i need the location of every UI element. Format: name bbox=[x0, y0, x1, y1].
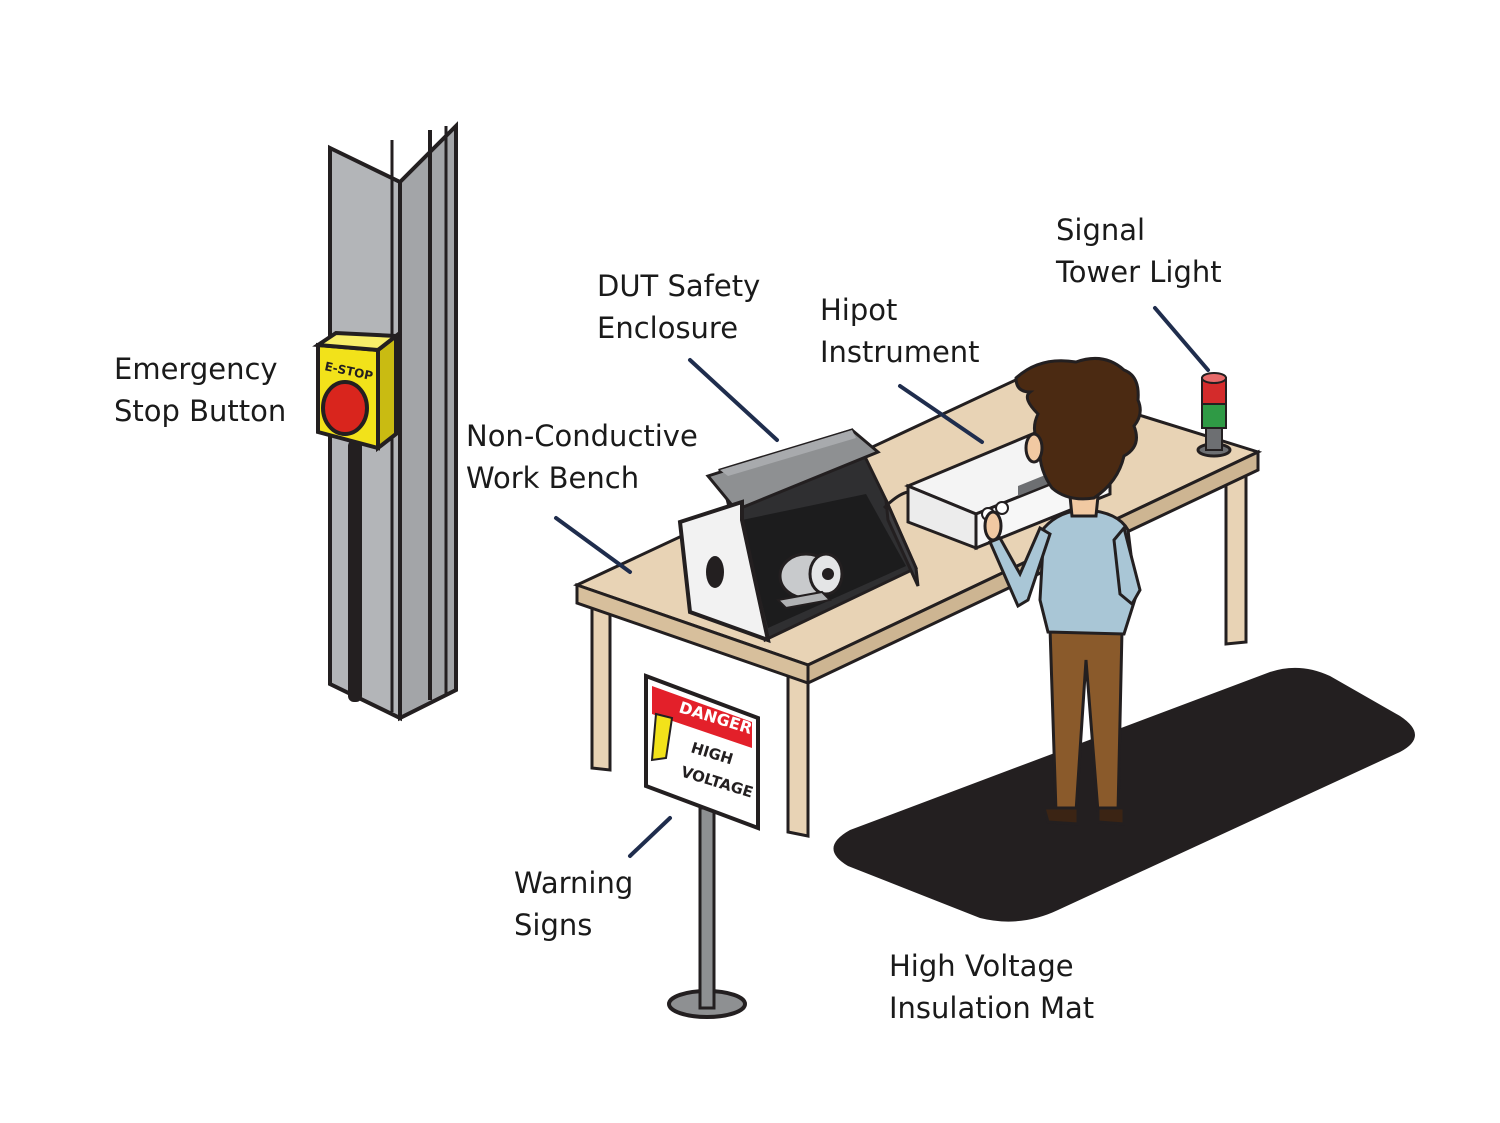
leader-hipot bbox=[898, 384, 984, 444]
label-warning-signs: Warning Signs bbox=[514, 862, 633, 946]
label-tower-line2: Tower Light bbox=[1056, 255, 1222, 289]
label-bench-line1: Non-Conductive bbox=[466, 419, 698, 453]
label-hipot-line2: Instrument bbox=[820, 335, 980, 369]
label-emergency-stop-line1: Emergency bbox=[114, 352, 278, 386]
label-dut-line1: DUT Safety bbox=[597, 269, 761, 303]
label-tower-line1: Signal bbox=[1056, 213, 1146, 247]
signal-tower-light bbox=[1196, 372, 1232, 458]
leader-warning bbox=[628, 816, 672, 858]
label-work-bench: Non-Conductive Work Bench bbox=[466, 415, 698, 499]
insulation-mat bbox=[833, 667, 1415, 922]
dut-safety-enclosure bbox=[677, 428, 920, 644]
leader-lines bbox=[554, 306, 1210, 858]
label-dut-line2: Enclosure bbox=[597, 311, 739, 345]
operator bbox=[983, 356, 1142, 826]
label-hipot-line1: Hipot bbox=[820, 293, 898, 327]
label-mat-line2: Insulation Mat bbox=[889, 991, 1095, 1025]
warning-sign: DANGER HIGH VOLTAGE bbox=[644, 673, 760, 1019]
label-hipot-instrument: Hipot Instrument bbox=[820, 289, 980, 373]
label-emergency-stop-line2: Stop Button bbox=[114, 394, 287, 428]
label-warning-line2: Signs bbox=[514, 908, 593, 942]
emergency-stop-button[interactable]: E-STOP bbox=[312, 330, 402, 453]
label-dut-enclosure: DUT Safety Enclosure bbox=[597, 265, 760, 349]
label-warning-line1: Warning bbox=[514, 866, 634, 900]
label-mat-line1: High Voltage bbox=[889, 949, 1074, 983]
label-bench-line2: Work Bench bbox=[466, 461, 640, 495]
label-insulation-mat: High Voltage Insulation Mat bbox=[889, 945, 1094, 1029]
leader-tower bbox=[1153, 306, 1210, 372]
label-signal-tower: Signal Tower Light bbox=[1056, 209, 1222, 293]
label-emergency-stop: Emergency Stop Button bbox=[114, 348, 286, 432]
leader-dut bbox=[688, 358, 779, 442]
leader-bench bbox=[554, 516, 632, 574]
